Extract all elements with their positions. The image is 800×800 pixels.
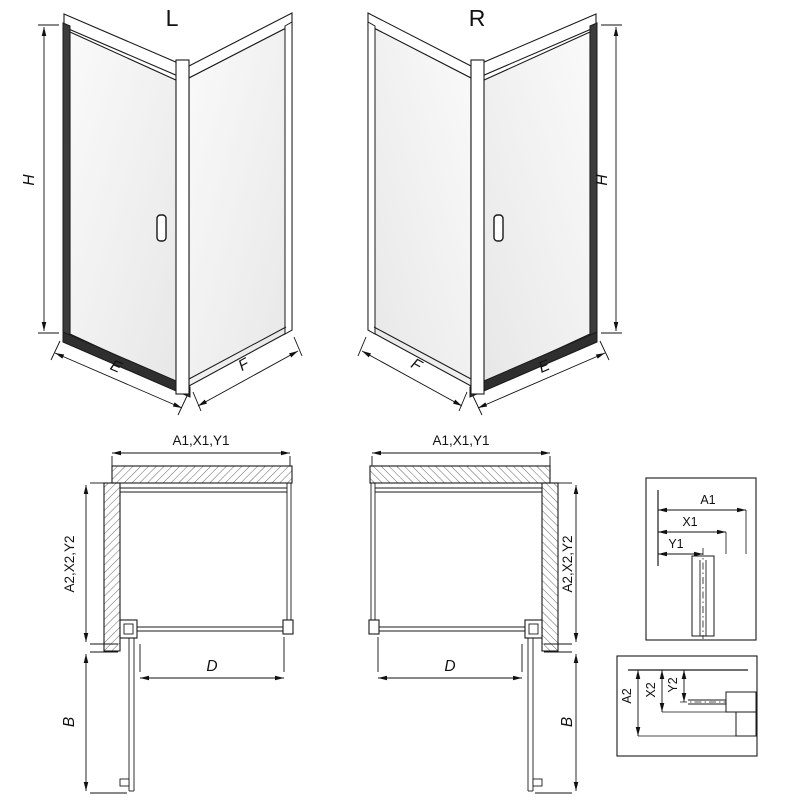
dim-label-height-right: H [594, 174, 611, 186]
dim-label-door-open-left: B [61, 717, 78, 727]
variant-label-right: R [469, 5, 486, 31]
plan-right-shape [368, 465, 559, 792]
enclosure-3d-right [367, 12, 598, 398]
variant-label-left: L [166, 5, 179, 31]
dim-label-x1: X1 [682, 515, 697, 529]
dim-label-a1: A1 [700, 493, 715, 507]
dim-label-depth-left: A2,X2,Y2 [62, 535, 77, 592]
enclosure-3d-left [62, 12, 293, 398]
wall-profile-section [725, 691, 757, 713]
dim-label-y1: Y1 [668, 537, 683, 551]
dim-label-y2: Y2 [666, 677, 680, 692]
dim-label-door-right: D [444, 658, 455, 675]
wall-profile-bracket [735, 711, 757, 737]
dim-label-x2: X2 [644, 682, 658, 697]
detail-box-width: A1 X1 Y1 [645, 477, 757, 641]
dim-label-fixed-side-left: F [236, 355, 254, 375]
plan-view-right: A1,X1,Y1 A2,X2,Y2 D B [368, 433, 576, 793]
dim-label-depth-right: A2,X2,Y2 [560, 535, 575, 592]
iso-view-right: R H F E [358, 5, 622, 415]
dim-label-a2: A2 [620, 688, 634, 703]
plan-view-left: A1,X1,Y1 A2,X2,Y2 D B [61, 433, 294, 793]
detail-frame [616, 655, 758, 757]
dim-label-fixed-side-right: F [408, 355, 426, 375]
plan-left-shape [103, 465, 294, 792]
dim-label-width-right: A1,X1,Y1 [432, 433, 489, 448]
dim-label-width-left: A1,X1,Y1 [172, 433, 229, 448]
detail-box-depth: A2 X2 Y2 [616, 655, 758, 757]
iso-view-left: L H E F [21, 5, 302, 415]
dim-label-door-open-right: B [559, 717, 576, 727]
dim-label-door-left: D [206, 658, 217, 675]
dim-label-height-left: H [21, 174, 38, 186]
